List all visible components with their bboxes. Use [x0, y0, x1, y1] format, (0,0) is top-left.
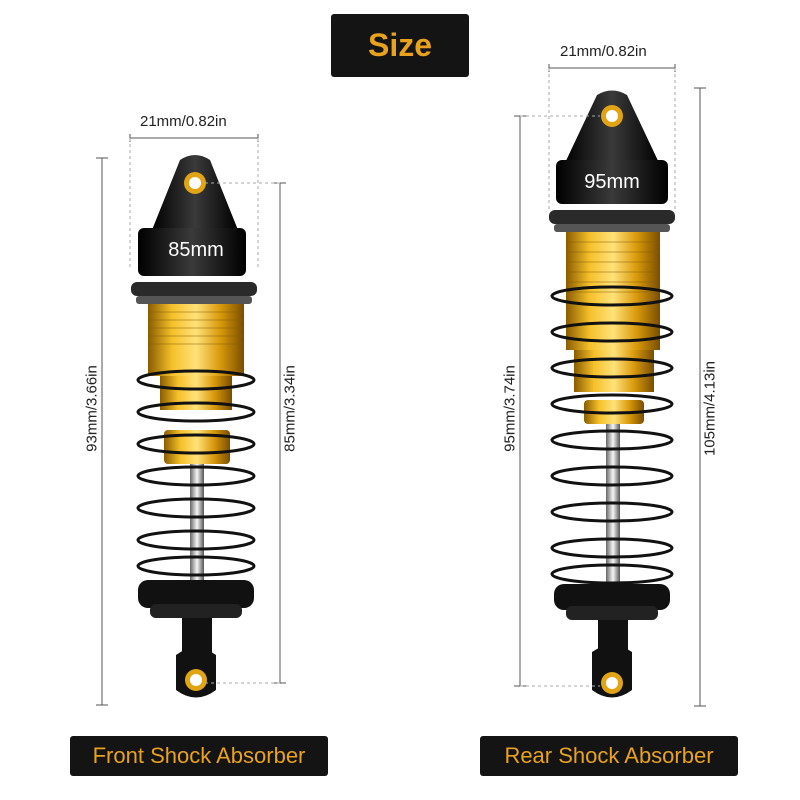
rear-shock [549, 90, 675, 698]
rear-shock-label-text: Rear Shock Absorber [504, 743, 714, 768]
rear-dimension-lines [514, 64, 706, 707]
front-body-length-dimension: 85mm/3.34in [281, 365, 299, 452]
rear-total-length-dimension: 105mm/4.13in [701, 360, 719, 457]
rear-width-dimension: 21mm/0.82in [560, 43, 647, 60]
front-width-dimension: 21mm/0.82in [140, 113, 227, 130]
front-shock-label: Front Shock Absorber [70, 736, 328, 776]
front-total-length-dimension: 93mm/3.66in [83, 365, 101, 452]
front-dimension-lines [96, 134, 286, 706]
front-shock [131, 155, 257, 698]
title-badge: Size [331, 14, 469, 77]
front-shock-label-text: Front Shock Absorber [92, 743, 306, 768]
front-cap-text: 85mm [168, 239, 224, 261]
title-text: Size [367, 27, 433, 63]
rear-cap-text: 95mm [584, 171, 640, 193]
rear-body-length-dimension: 95mm/3.74in [501, 365, 519, 452]
rear-shock-label: Rear Shock Absorber [480, 736, 738, 776]
